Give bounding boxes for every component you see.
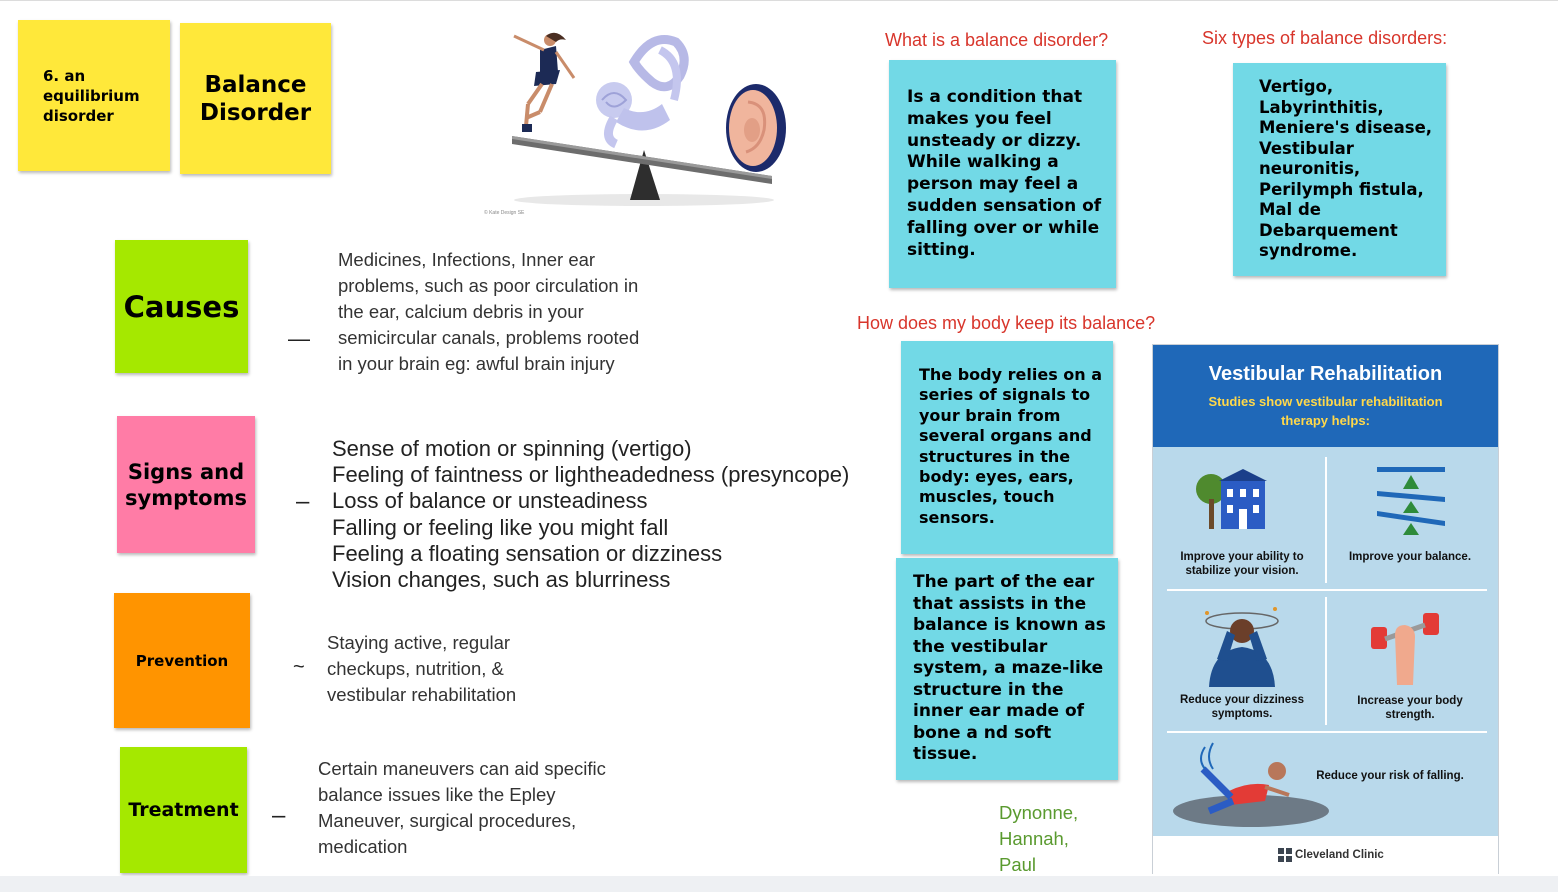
author-names[interactable]: Dynonne, Hannah, Paul (999, 802, 1079, 875)
seesaw-inner-ear-illustration[interactable] (484, 22, 804, 218)
note-prevention[interactable]: Prevention (114, 593, 250, 728)
illustration-credit: © Kate Design SE (484, 210, 525, 216)
benefit-dizziness: Reduce your dizziness symptoms. (1180, 694, 1304, 720)
causes-text[interactable]: Medicines, Infections, Inner ear problem… (338, 249, 640, 374)
infographic-title: Vestibular Rehabilitation (1208, 363, 1443, 385)
vestibular-infographic[interactable]: Vestibular Rehabilitation Studies show v… (1152, 344, 1499, 874)
question-how[interactable]: How does my body keep its balance? (857, 313, 1156, 333)
treatment-text[interactable]: Certain maneuvers can aid specific balan… (318, 758, 606, 857)
infographic-divider (1167, 589, 1487, 591)
infographic-subtitle: Studies show vestibular rehabilitation t… (1208, 394, 1443, 428)
question-types[interactable]: Six types of balance disorders: (1202, 28, 1448, 48)
infographic-header: Vestibular Rehabilitation Studies show v… (1153, 345, 1498, 447)
falling-person-icon (1173, 742, 1329, 827)
balance-icon (1377, 467, 1445, 535)
infographic-divider (1325, 597, 1327, 725)
treatment-dash: – (272, 802, 286, 829)
note-types-answer[interactable]: Vertigo, Labyrinthitis, Meniere's diseas… (1233, 63, 1446, 276)
cleveland-clinic-logo: Cleveland Clinic (1278, 848, 1384, 862)
infographic-divider (1167, 731, 1487, 733)
benefit-strength: Increase your body strength. (1357, 695, 1463, 721)
question-what[interactable]: What is a balance disorder? (885, 30, 1109, 50)
signs-text[interactable]: Sense of motion or spinning (vertigo) Fe… (332, 436, 850, 593)
house-tree-icon (1196, 469, 1267, 529)
prevention-dash: ~ (293, 656, 305, 678)
cleveland-clinic-text: Cleveland Clinic (1295, 849, 1384, 861)
cleveland-clinic-icon (1278, 848, 1292, 862)
note-what-answer[interactable]: Is a condition that makes you feel unste… (889, 60, 1116, 288)
dizzy-person-icon (1205, 607, 1279, 687)
note-title[interactable]: Balance Disorder (180, 23, 331, 174)
infographic-divider (1325, 457, 1327, 583)
note-signs[interactable]: Signs and symptoms (117, 416, 255, 553)
top-divider (0, 0, 1558, 1)
benefit-balance: Improve your balance. (1348, 551, 1472, 563)
note-equilibrium[interactable]: 6. an equilibrium disorder (18, 20, 170, 171)
benefit-vision: Improve your ability to stabilize your v… (1180, 551, 1304, 577)
note-causes[interactable]: Causes (115, 240, 248, 373)
note-treatment[interactable]: Treatment (120, 747, 247, 873)
benefit-falling: Reduce your risk of falling. (1316, 770, 1464, 782)
note-ear-answer[interactable]: The part of the ear that assists in the … (896, 558, 1118, 780)
prevention-text[interactable]: Staying active, regular checkups, nutrit… (327, 632, 517, 705)
note-how-answer[interactable]: The body relies on a series of signals t… (901, 341, 1113, 554)
infographic-footer: Cleveland Clinic (1153, 836, 1498, 874)
dumbbell-icon (1371, 613, 1439, 685)
canvas-bottom-bar (0, 876, 1558, 892)
causes-dash: — (288, 326, 310, 351)
signs-dash: – (296, 488, 310, 515)
